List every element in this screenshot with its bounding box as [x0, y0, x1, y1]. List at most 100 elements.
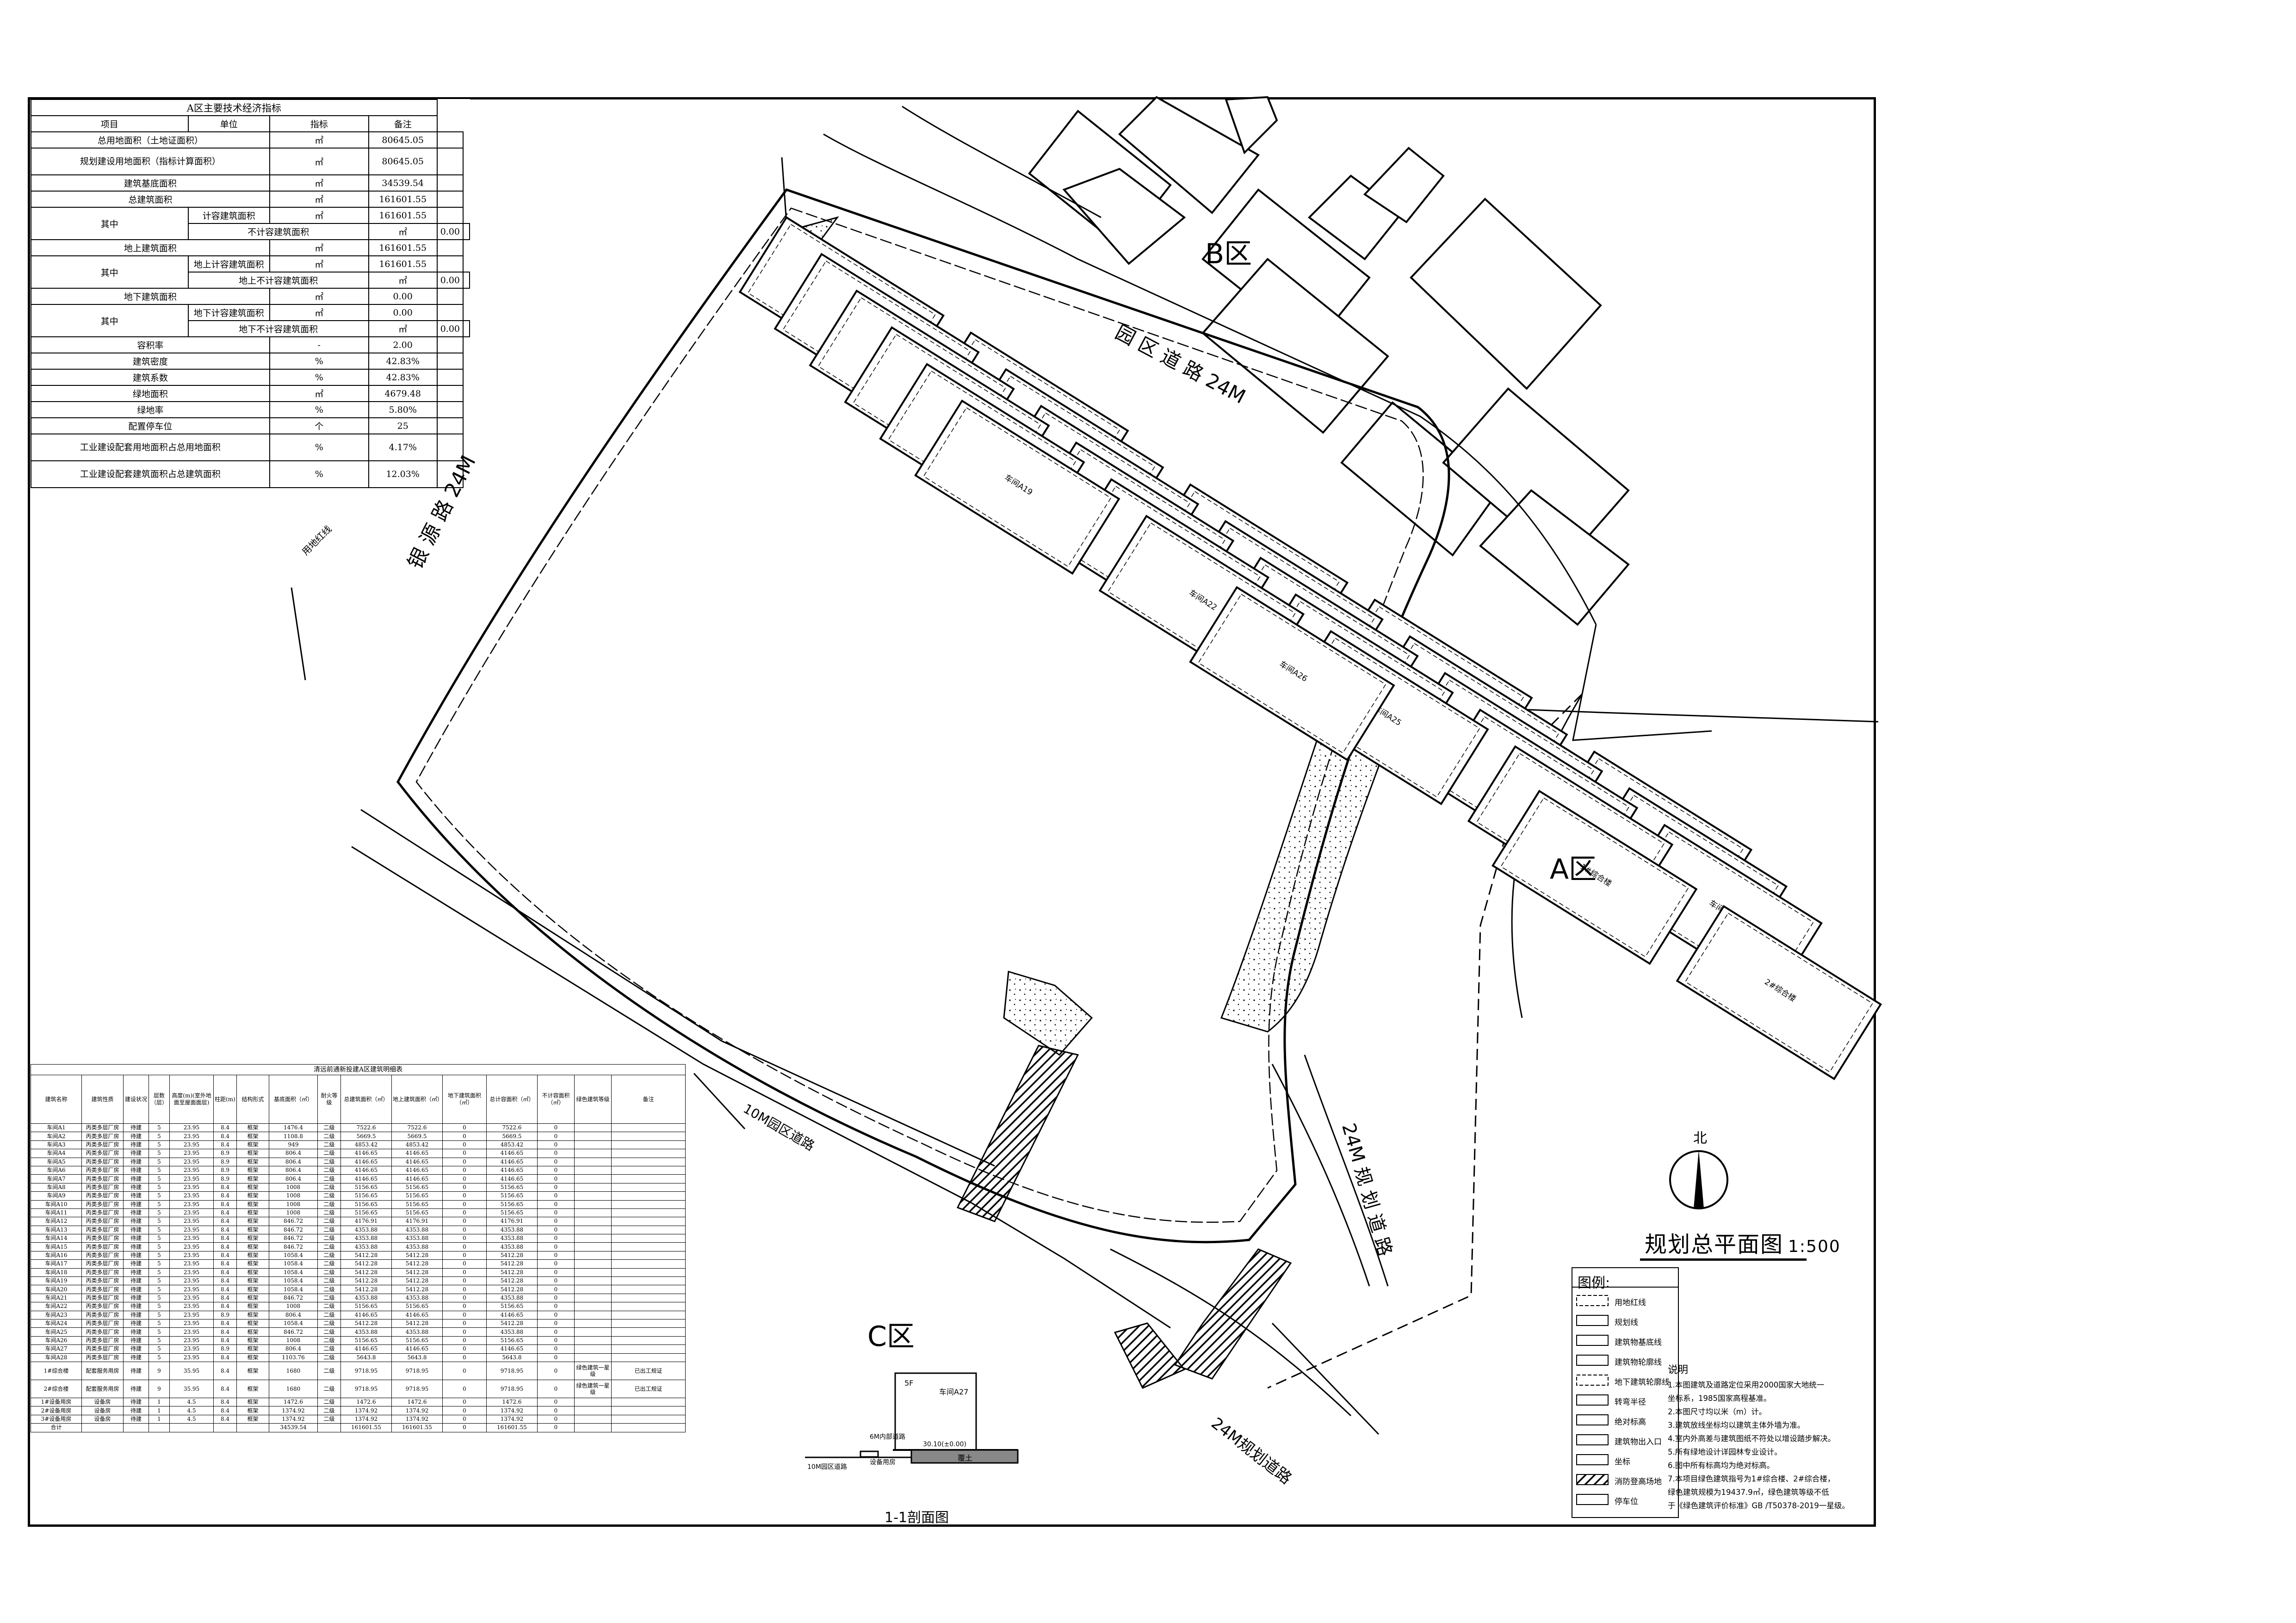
building-table-cell: 8.9: [213, 1174, 237, 1183]
building-table-cell: 待建: [123, 1302, 149, 1311]
kpi-row-unit: ㎡: [269, 131, 369, 149]
building-table-cell: 5412.28: [486, 1276, 538, 1286]
kpi-row-unit: %: [269, 401, 369, 418]
building-outline: [888, 370, 1077, 531]
building-table-cell: 1374.92: [486, 1406, 538, 1415]
building-table-cell: 待建: [123, 1208, 149, 1218]
building-table-cell: [611, 1423, 686, 1432]
kpi-row-value: 34539.54: [368, 174, 438, 192]
building-table-cell: 23.95: [169, 1319, 214, 1328]
building-table-cell: 绿色建筑一星级: [574, 1361, 612, 1380]
building-table-cell: 4353.88: [486, 1234, 538, 1243]
building-table-cell: 待建: [123, 1319, 149, 1328]
building-table-cell: 车间A17: [31, 1259, 82, 1269]
legend-symbol-icon: [1576, 1414, 1609, 1425]
building-table-cell: 框架: [236, 1259, 269, 1269]
kpi-row-label: 不计容建筑面积: [187, 223, 369, 240]
building-table-cell: 5156.65: [486, 1191, 538, 1201]
building-table-cell: 丙类多层厂房: [81, 1327, 124, 1337]
kpi-row-label: 建筑密度: [31, 353, 270, 370]
kpi-row-value: 161601.55: [368, 207, 438, 224]
kpi-row-unit: %: [269, 434, 369, 461]
building-table-cell: 7522.6: [340, 1123, 392, 1133]
zone-label-a: A区: [1550, 853, 1597, 886]
building-table-cell: 丙类多层厂房: [81, 1259, 124, 1269]
building-table-cell: 丙类多层厂房: [81, 1285, 124, 1294]
building-table-cell: 4146.65: [340, 1344, 392, 1354]
building-table-cell: 车间A10: [31, 1200, 82, 1209]
building-table-cell: [611, 1406, 686, 1415]
building-table-cell: 8.4: [213, 1276, 237, 1286]
building-table-cell: 23.95: [169, 1217, 214, 1226]
building-table-cell: 5: [149, 1310, 170, 1319]
building-table-cell: 0: [537, 1165, 575, 1175]
building-table-cell: 车间A16: [31, 1251, 82, 1260]
building-table-cell: 配套服务用房: [81, 1379, 124, 1398]
building-table-cell: 待建: [123, 1327, 149, 1337]
building-table-cell: 框架: [236, 1217, 269, 1226]
building-table-cell: 23.95: [169, 1183, 214, 1192]
building-table-cell: 0: [537, 1353, 575, 1362]
building-table-cell: 车间A4: [31, 1149, 82, 1158]
building-table-cell: 161601.55: [391, 1423, 443, 1432]
building-table-cell: 23.95: [169, 1157, 214, 1166]
building-table-header: 基底面积（㎡）: [269, 1075, 318, 1124]
building-table-cell: 0: [442, 1259, 487, 1269]
notes-heading: 说明: [1668, 1364, 1689, 1376]
building-table-cell: 1008: [269, 1200, 318, 1209]
building-table-cell: 框架: [236, 1344, 269, 1354]
building-table-header: 柱距(m): [213, 1075, 237, 1124]
building-table-cell: 车间A26: [31, 1336, 82, 1345]
building-table-cell: 8.4: [213, 1225, 237, 1235]
kpi-row-value: 0.00: [436, 223, 464, 240]
building-table-header: 地下建筑面积（㎡）: [442, 1075, 487, 1124]
building-table-cell: 待建: [123, 1353, 149, 1362]
building-table-cell: 4353.88: [391, 1293, 443, 1303]
kpi-row-label: 总建筑面积: [31, 191, 270, 208]
building-table-cell: 丙类多层厂房: [81, 1293, 124, 1303]
building-table-cell: 丙类多层厂房: [81, 1174, 124, 1183]
building-table-cell: 4353.88: [340, 1234, 392, 1243]
building-table-cell: 0: [442, 1285, 487, 1294]
section-utility: 设备用房: [870, 1459, 896, 1466]
building-outline: [853, 334, 1041, 494]
building-table-cell: 车间A28: [31, 1353, 82, 1362]
building-table-cell: 5: [149, 1157, 170, 1166]
building-table-cell: [611, 1123, 686, 1133]
building-table-cell: 车间A15: [31, 1242, 82, 1251]
building-table-cell: 二级: [317, 1217, 341, 1226]
building-table-cell: 车间A3: [31, 1140, 82, 1150]
building-table-cell: 0: [537, 1268, 575, 1277]
building-table-cell: 4353.88: [391, 1225, 443, 1235]
building-table-header: 建设状况: [123, 1075, 149, 1124]
building-table-cell: 0: [442, 1174, 487, 1183]
building-table-cell: 二级: [317, 1234, 341, 1243]
legend-item-label: 建筑物轮廓线: [1615, 1358, 1662, 1367]
building-table-cell: 车间A7: [31, 1174, 82, 1183]
building-table-cell: 5: [149, 1208, 170, 1218]
kpi-row-unit: ㎡: [269, 288, 369, 305]
building-table-cell: 161601.55: [340, 1423, 392, 1432]
building-table-cell: [574, 1251, 612, 1260]
building-table-cell: 5: [149, 1302, 170, 1311]
kpi-row-value: 0.00: [368, 304, 438, 321]
building-table-cell: 二级: [317, 1174, 341, 1183]
building-table-cell: 0: [442, 1336, 487, 1345]
building-outline: [747, 223, 936, 384]
building-table-cell: 0: [442, 1217, 487, 1226]
building-table-cell: 二级: [317, 1293, 341, 1303]
building-table-cell: 0: [442, 1208, 487, 1218]
note-line: 7.本项目绿色建筑指号为1#综合楼、2#综合楼，: [1668, 1474, 1835, 1483]
building-table-cell: [611, 1285, 686, 1294]
building-table-cell: 8.4: [213, 1406, 237, 1415]
building-table-cell: 0: [537, 1397, 575, 1407]
kpi-row-value: 0.00: [436, 320, 464, 337]
building-table-cell: 0: [442, 1414, 487, 1424]
building-table-cell: 5412.28: [391, 1319, 443, 1328]
building-table-cell: [574, 1183, 612, 1192]
building-table-cell: 4.5: [169, 1414, 214, 1424]
